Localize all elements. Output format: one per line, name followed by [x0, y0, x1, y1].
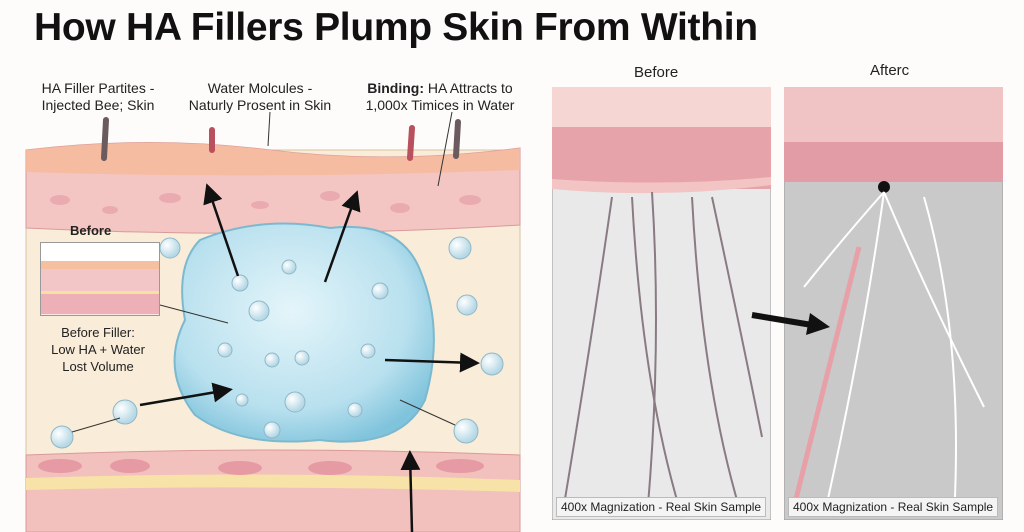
label-text: HA Attracts to [427, 80, 513, 96]
label-line: HA Filler Partites - [41, 80, 155, 96]
before-inset-image [40, 242, 160, 316]
label-line: Water Molcules - [207, 80, 313, 96]
comparison-arrow-icon [751, 312, 830, 335]
before-micrograph [552, 87, 771, 520]
label-line: Naturly Prosent in Skin [188, 97, 332, 113]
caption-line: Before Filler: [61, 325, 135, 340]
panel-after-title: Afterc [870, 62, 910, 79]
label-binding: Binding: HA Attracts to 1,000x Timices i… [360, 80, 520, 114]
label-ha-filler: HA Filler Partites - Injected Bee; Skin [28, 80, 168, 114]
after-micrograph [784, 87, 1003, 520]
label-bold: Binding: [367, 80, 425, 96]
label-line: Injected Bee; Skin [41, 97, 155, 113]
page-title: How HA Fillers Plump Skin From Within [34, 6, 758, 49]
panel-before-title: Before [634, 64, 679, 81]
skin-cross-section-illustration [25, 111, 521, 532]
caption-line: Lost Volume [62, 359, 134, 374]
caption-line: Low HA + Water [51, 342, 145, 357]
label-line: 1,000x Timices in Water [365, 97, 515, 113]
inset-caption: Before Filler: Low HA + Water Lost Volum… [28, 324, 168, 375]
panel-before-caption: 400x Magnization - Real Skin Sample [556, 497, 767, 517]
inset-title: Before [70, 223, 112, 238]
label-water-molecules: Water Molcules - Naturly Prosent in Skin [185, 80, 335, 114]
label-line: Binding: HA Attracts to [360, 80, 520, 97]
panel-after-caption: 400x Magnization - Real Skin Sample [788, 497, 999, 517]
